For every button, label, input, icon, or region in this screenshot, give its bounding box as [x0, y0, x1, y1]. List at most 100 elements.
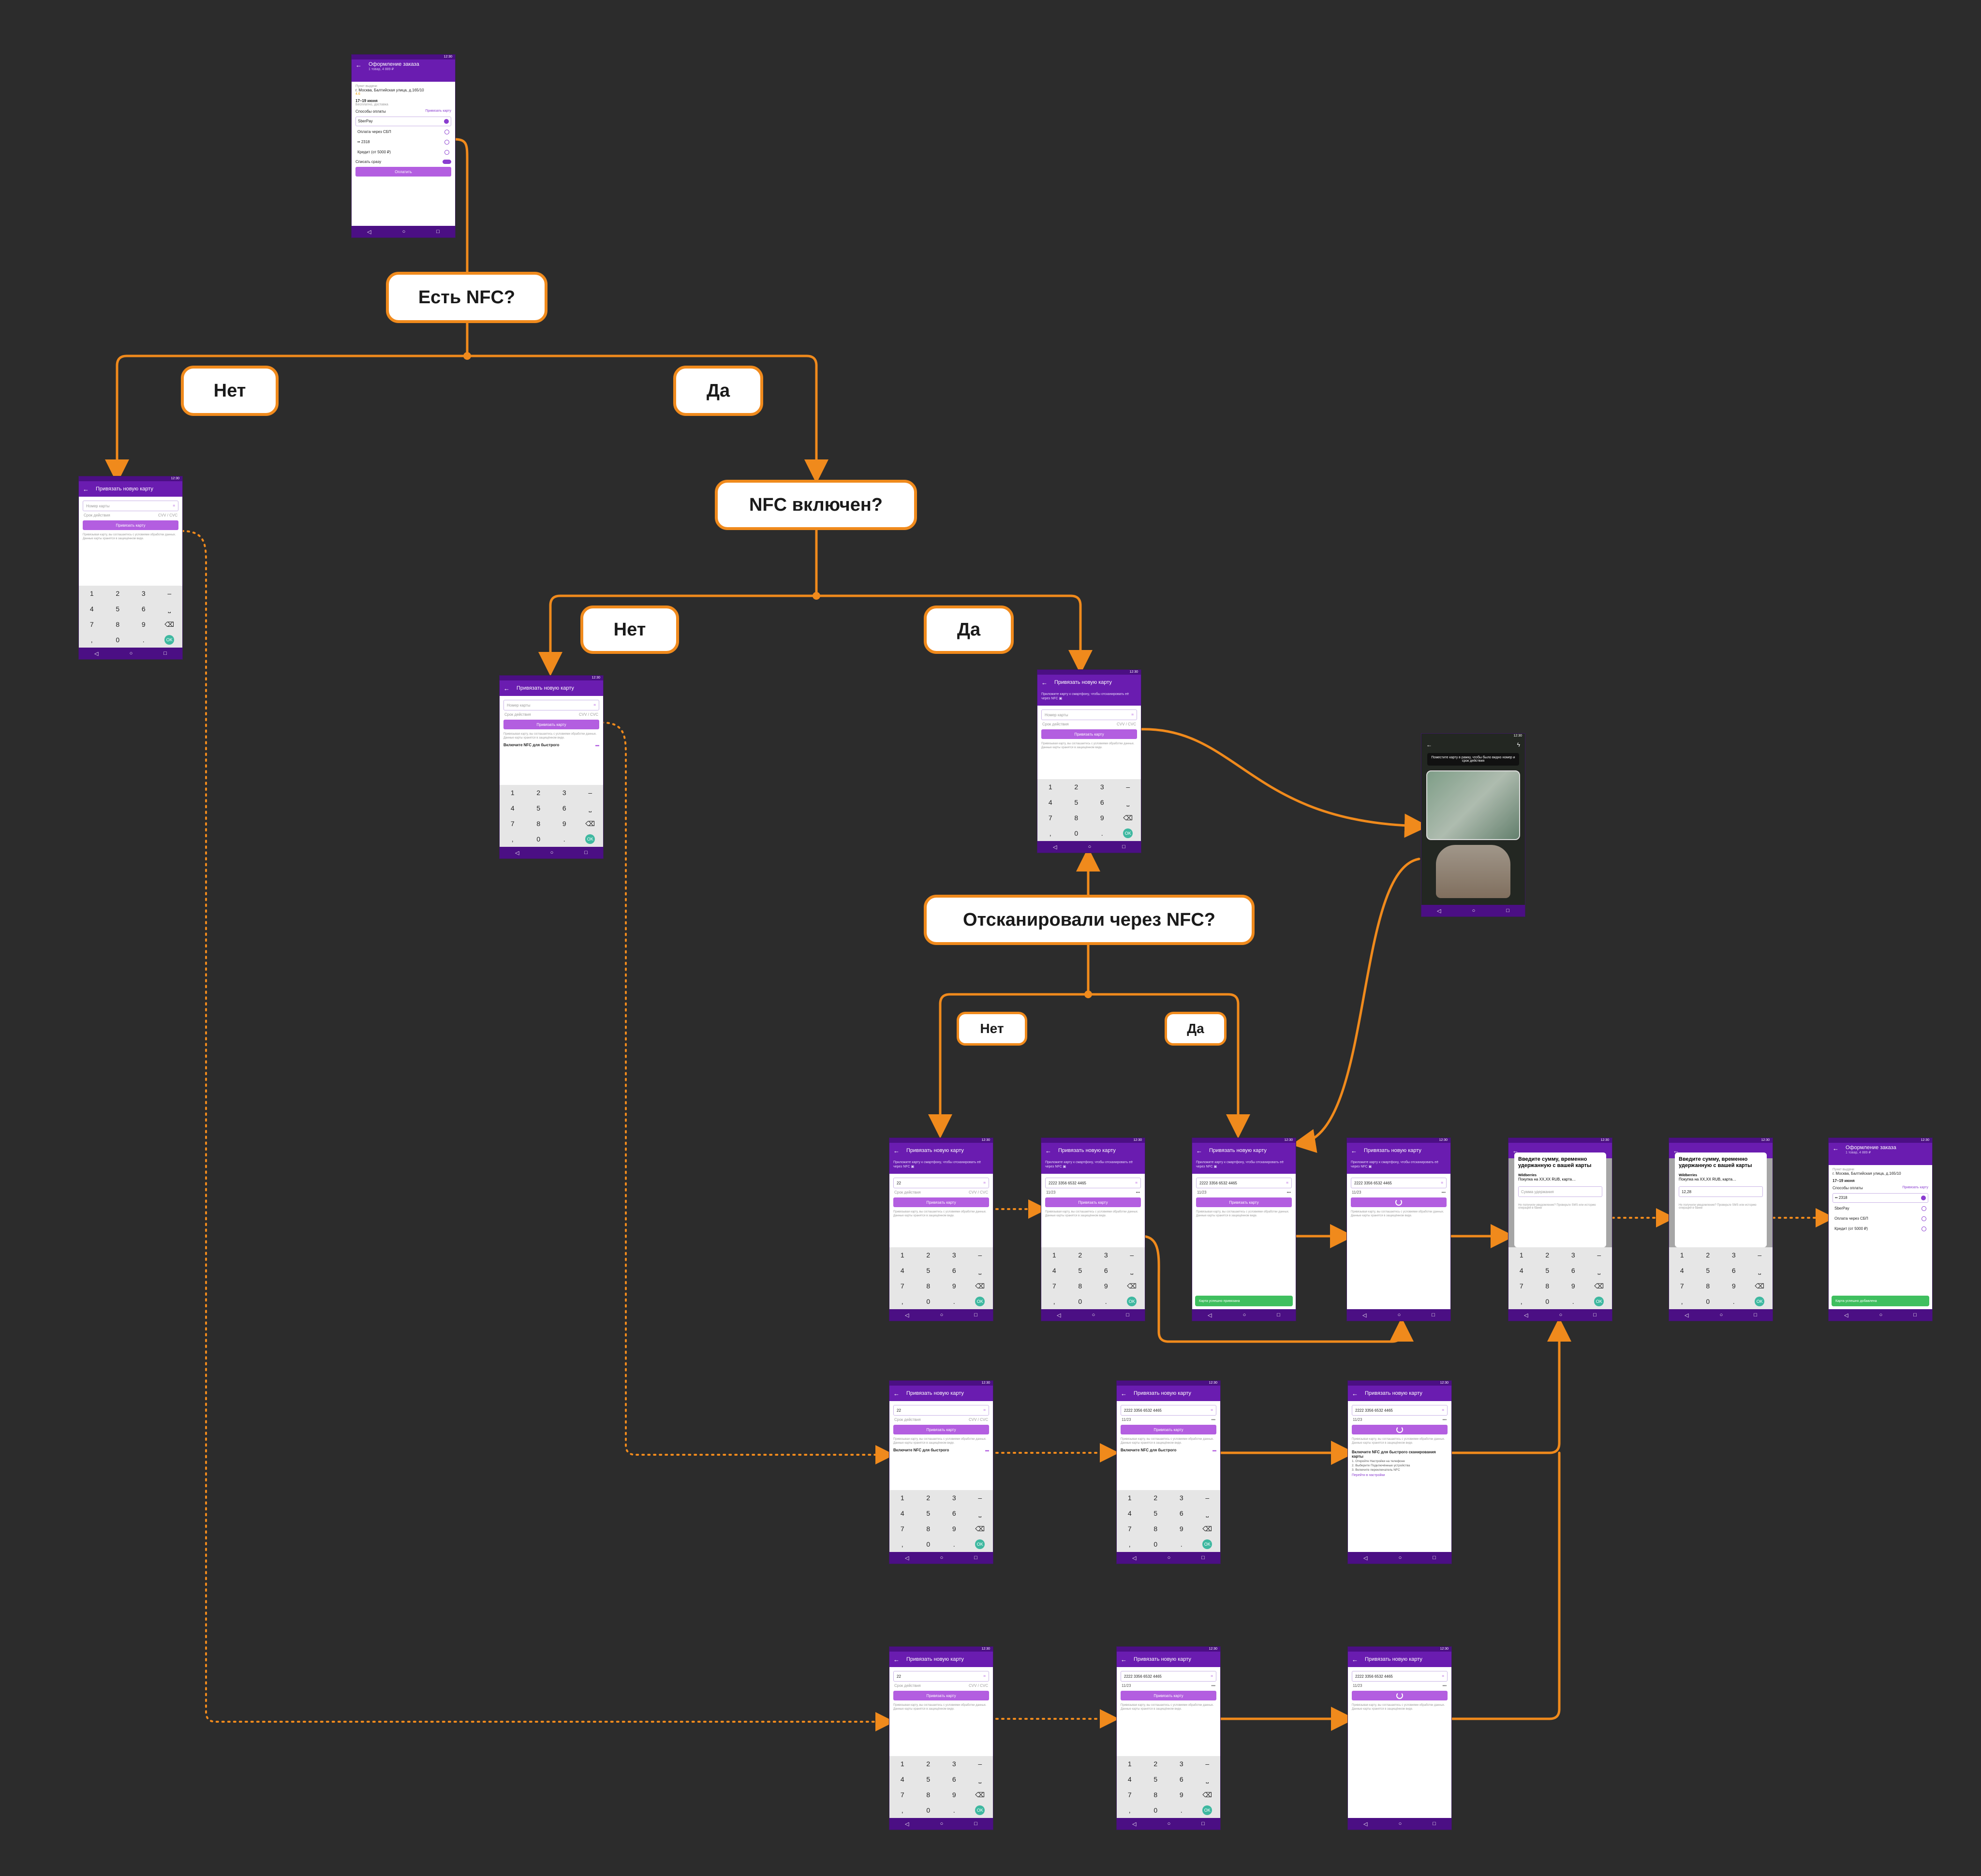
nav-home-icon[interactable]: ○	[402, 229, 406, 235]
payment-method[interactable]: Кредит (от 5000 ₽)	[1833, 1225, 1928, 1233]
key[interactable]: 6	[1179, 1509, 1183, 1517]
nav-recents-icon[interactable]: □	[1913, 1312, 1917, 1318]
link-card-button[interactable]	[1352, 1425, 1448, 1434]
nav-recents-icon[interactable]: □	[1201, 1821, 1205, 1827]
key[interactable]: 7	[1048, 814, 1052, 822]
link-card-button[interactable]: Привязать карту	[1196, 1197, 1292, 1207]
key[interactable]: 0	[1074, 829, 1079, 837]
radio[interactable]	[444, 140, 449, 145]
nav-home-icon[interactable]: ○	[1398, 1821, 1402, 1827]
key[interactable]: 4	[1680, 1267, 1684, 1274]
arrow-left-icon[interactable]: ←	[1196, 1147, 1202, 1154]
scan-card-icon[interactable]: ⌗	[1441, 1181, 1443, 1185]
key[interactable]: ⌫	[1123, 813, 1133, 822]
key[interactable]: 8	[1078, 1282, 1082, 1290]
nav-recents-icon[interactable]: □	[1277, 1312, 1280, 1318]
key[interactable]: ⎵	[1130, 1266, 1134, 1274]
key[interactable]: 9	[562, 820, 566, 827]
nav-recents-icon[interactable]: □	[1506, 908, 1509, 914]
nav-recents-icon[interactable]: □	[1126, 1312, 1129, 1318]
key[interactable]: ,	[1681, 1298, 1683, 1305]
key[interactable]: 1	[900, 1251, 904, 1259]
nav-recents-icon[interactable]: □	[1593, 1312, 1597, 1318]
key[interactable]: .	[953, 1298, 955, 1305]
key[interactable]: 0	[116, 636, 120, 644]
scan-card-icon[interactable]: ⌗	[1442, 1674, 1444, 1678]
nav-home-icon[interactable]: ○	[1167, 1555, 1171, 1561]
key[interactable]: ,	[901, 1298, 903, 1305]
key[interactable]: 2	[1074, 783, 1079, 791]
link-card-button[interactable]: Привязать карту	[83, 520, 178, 530]
key[interactable]: 0	[1078, 1298, 1082, 1305]
key[interactable]: 9	[1179, 1791, 1183, 1799]
scan-card-icon[interactable]: ⌗	[173, 503, 175, 508]
link-card-button[interactable]: Привязать карту	[893, 1197, 989, 1207]
nav-back-icon[interactable]: ◁	[1208, 1312, 1212, 1318]
arrow-left-icon[interactable]: ←	[1352, 1389, 1358, 1397]
card-number-field[interactable]: 22⌗	[893, 1405, 989, 1416]
link-card-button[interactable]: Привязать карту	[503, 720, 599, 729]
key[interactable]: 2	[926, 1251, 931, 1259]
link-card-button[interactable]	[1352, 1691, 1448, 1700]
key[interactable]: –	[1126, 783, 1130, 791]
key[interactable]: 7	[1127, 1791, 1132, 1799]
card-number-field[interactable]: 2222 3356 6532 4465⌗	[1045, 1178, 1141, 1188]
nav-recents-icon[interactable]: □	[1432, 1312, 1435, 1318]
enable-nfc-banner[interactable]: Включите NFC для быстрого▬	[893, 1448, 989, 1452]
nav-recents-icon[interactable]: □	[1122, 844, 1125, 850]
key[interactable]: 7	[1680, 1282, 1684, 1290]
key[interactable]: 1	[89, 590, 94, 597]
nav-home-icon[interactable]: ○	[1088, 844, 1092, 850]
key[interactable]: 4	[1048, 798, 1052, 806]
radio[interactable]	[1922, 1206, 1926, 1211]
key[interactable]: 5	[1153, 1509, 1158, 1517]
card-number-field[interactable]: Номер карты⌗	[503, 700, 599, 710]
arrow-left-icon[interactable]: ←	[83, 485, 89, 493]
arrow-left-icon[interactable]: ←	[1041, 679, 1048, 686]
arrow-left-icon[interactable]: ←	[1426, 741, 1432, 748]
nav-recents-icon[interactable]: □	[584, 850, 588, 856]
scan-card-icon[interactable]: ⌗	[983, 1408, 986, 1412]
card-number-field[interactable]: Номер карты⌗	[83, 501, 178, 511]
expiry-cvv-row[interactable]: 11/23•••	[1353, 1418, 1447, 1422]
key[interactable]: 3	[141, 590, 146, 597]
link-card-button[interactable]: Привязать карту	[1045, 1197, 1141, 1207]
link-card-button[interactable]: Привязать карту	[1121, 1425, 1216, 1434]
nav-back-icon[interactable]: ◁	[1057, 1312, 1061, 1318]
scan-card-icon[interactable]: ⌗	[983, 1181, 986, 1185]
nav-home-icon[interactable]: ○	[550, 850, 554, 856]
link-card-button[interactable]: Привязать карту	[893, 1425, 989, 1434]
arrow-left-icon[interactable]: ←	[1352, 1655, 1358, 1663]
key-ok[interactable]: OK	[967, 1297, 993, 1306]
key[interactable]: ,	[1049, 829, 1051, 837]
expiry-cvv-row[interactable]: 11/23•••	[1352, 1190, 1446, 1195]
key[interactable]: .	[142, 636, 145, 644]
key[interactable]: ,	[901, 1540, 903, 1548]
key[interactable]: 2	[1706, 1251, 1710, 1259]
key[interactable]: 1	[1519, 1251, 1523, 1259]
key[interactable]: 8	[926, 1282, 931, 1290]
link-card-button[interactable]	[1351, 1197, 1447, 1207]
key[interactable]: 7	[900, 1525, 904, 1533]
card-number-field[interactable]: 2222 3356 6532 4465⌗	[1121, 1671, 1216, 1682]
key[interactable]: ,	[1053, 1298, 1055, 1305]
scan-card-icon[interactable]: ⌗	[1211, 1674, 1213, 1678]
nav-recents-icon[interactable]: □	[1201, 1555, 1205, 1561]
nav-back-icon[interactable]: ◁	[367, 229, 371, 235]
key[interactable]: 3	[952, 1494, 956, 1502]
nav-home-icon[interactable]: ○	[1398, 1555, 1402, 1561]
add-card-link[interactable]: Привязать карту	[425, 109, 451, 113]
key[interactable]: ,	[901, 1806, 903, 1814]
key[interactable]: 6	[952, 1267, 956, 1274]
key[interactable]: 8	[1706, 1282, 1710, 1290]
nav-back-icon[interactable]: ◁	[1437, 908, 1441, 914]
key[interactable]: 3	[1104, 1251, 1108, 1259]
key[interactable]: 2	[116, 590, 120, 597]
key[interactable]: .	[1101, 829, 1103, 837]
key[interactable]: ⎵	[168, 605, 171, 613]
